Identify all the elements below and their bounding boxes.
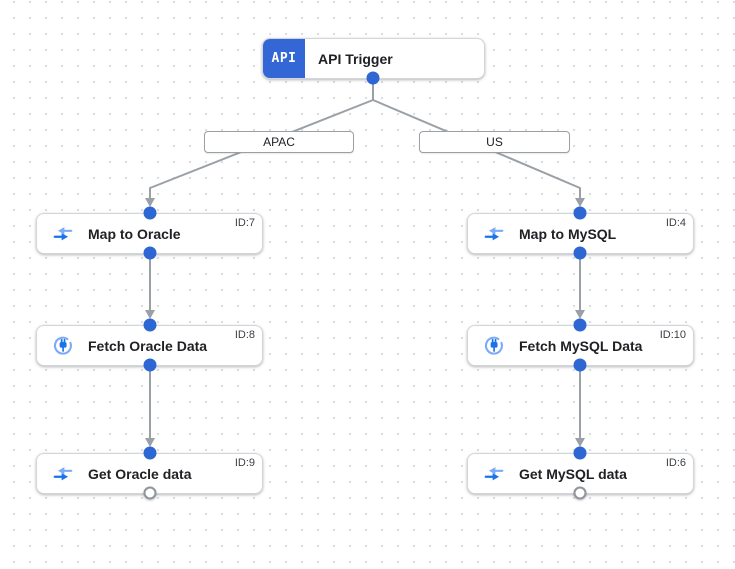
- input-port[interactable]: [573, 318, 587, 332]
- arrowhead: [575, 438, 585, 447]
- arrowhead: [145, 310, 155, 319]
- data-mapping-icon: [52, 223, 74, 245]
- api-badge-label: API: [271, 51, 297, 66]
- api-badge-icon: API: [263, 39, 305, 78]
- arrowhead: [575, 310, 585, 319]
- node-title: Map to MySQL: [519, 225, 617, 242]
- node-id-badge: ID:7: [234, 217, 255, 229]
- output-port[interactable]: [573, 358, 587, 372]
- branch-label-apac[interactable]: APAC: [204, 131, 354, 153]
- node-title: Get Oracle data: [88, 465, 192, 482]
- node-title: Fetch Oracle Data: [88, 337, 208, 354]
- input-port[interactable]: [143, 206, 157, 220]
- input-port[interactable]: [143, 446, 157, 460]
- data-mapping-icon: [483, 463, 505, 485]
- node-title: API Trigger: [318, 50, 393, 67]
- output-port[interactable]: [366, 71, 380, 85]
- node-title: Map to Oracle: [88, 225, 181, 242]
- node-id-badge: ID:6: [665, 457, 686, 469]
- edge-branch-us: [372, 99, 581, 200]
- connector-icon: [52, 335, 74, 357]
- data-mapping-icon: [483, 223, 505, 245]
- node-id-badge: ID:8: [234, 329, 255, 341]
- node-id-badge: ID:9: [234, 457, 255, 469]
- node-title: Get MySQL data: [519, 465, 627, 482]
- output-port[interactable]: [573, 246, 587, 260]
- connector-icon: [483, 335, 505, 357]
- output-port[interactable]: [143, 358, 157, 372]
- input-port[interactable]: [573, 446, 587, 460]
- arrowhead: [145, 438, 155, 447]
- branch-label-text: US: [486, 135, 503, 149]
- output-port-empty[interactable]: [573, 486, 587, 500]
- output-port-empty[interactable]: [143, 486, 157, 500]
- input-port[interactable]: [573, 206, 587, 220]
- input-port[interactable]: [143, 318, 157, 332]
- output-port[interactable]: [143, 246, 157, 260]
- branch-label-us[interactable]: US: [419, 131, 570, 153]
- branch-label-text: APAC: [263, 135, 295, 149]
- node-id-badge: ID:4: [665, 217, 686, 229]
- arrowhead: [145, 198, 155, 207]
- node-id-badge: ID:10: [659, 329, 686, 341]
- arrowhead: [575, 198, 585, 207]
- node-title: Fetch MySQL Data: [519, 337, 643, 354]
- edge-branch-apac: [149, 99, 374, 200]
- data-mapping-icon: [52, 463, 74, 485]
